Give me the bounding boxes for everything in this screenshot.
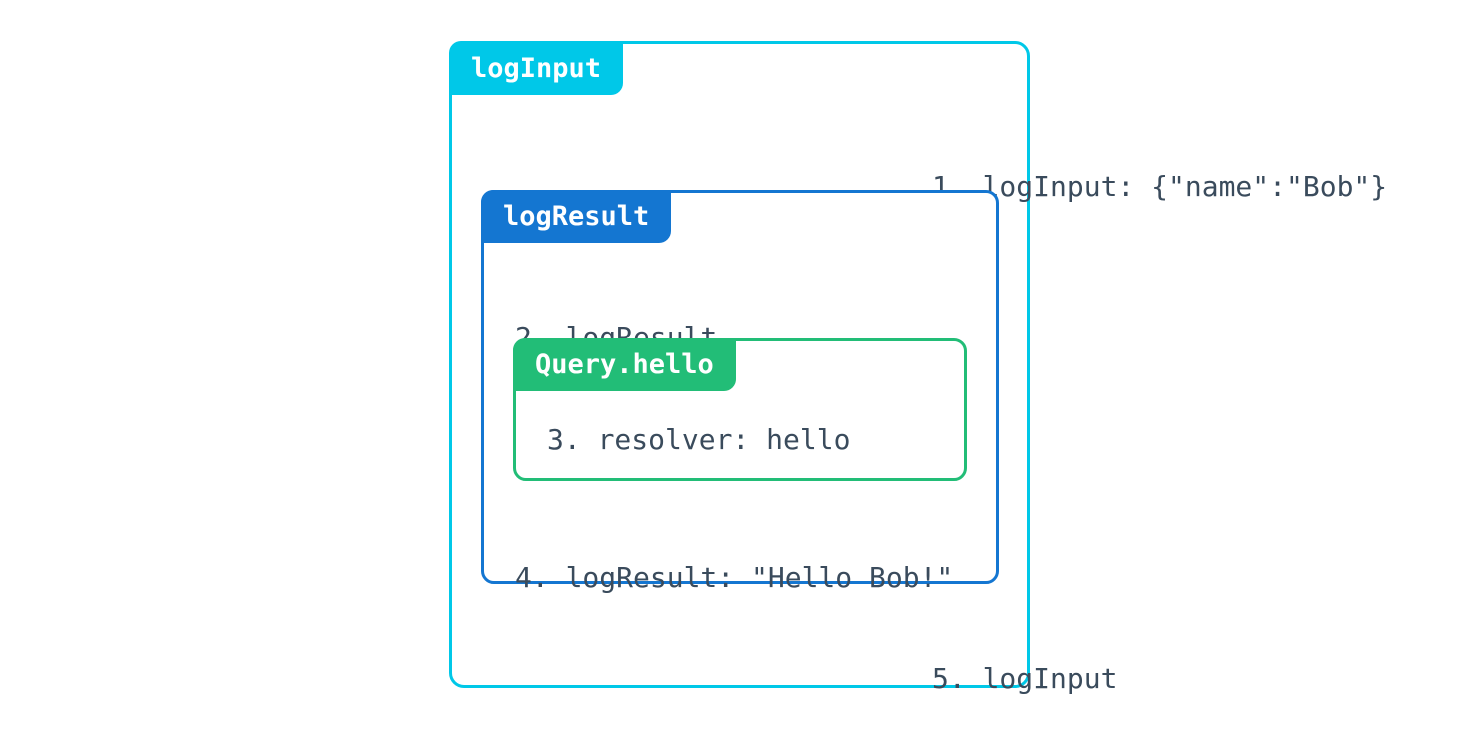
trace-line-1: 1. logInput: {"name":"Bob"} — [932, 170, 1388, 203]
trace-line-4: 4. logResult: "Hello Bob!" — [515, 561, 954, 594]
trace-line-5: 5. logInput — [932, 662, 1118, 695]
trace-line-3: 3. resolver: hello — [547, 423, 851, 456]
trace-span-query-hello[interactable]: Query.hello 3. resolver: hello — [513, 338, 967, 481]
trace-span-label-loginput[interactable]: logInput — [449, 41, 624, 95]
trace-span-loginput[interactable]: logInput 1. logInput: {"name":"Bob"} log… — [449, 41, 1387, 695]
trace-span-label-query-hello[interactable]: Query.hello — [513, 338, 736, 391]
trace-span-label-logresult[interactable]: logResult — [481, 190, 672, 243]
trace-span-logresult[interactable]: logResult 2. logResult Query.hello 3. re… — [481, 190, 999, 594]
